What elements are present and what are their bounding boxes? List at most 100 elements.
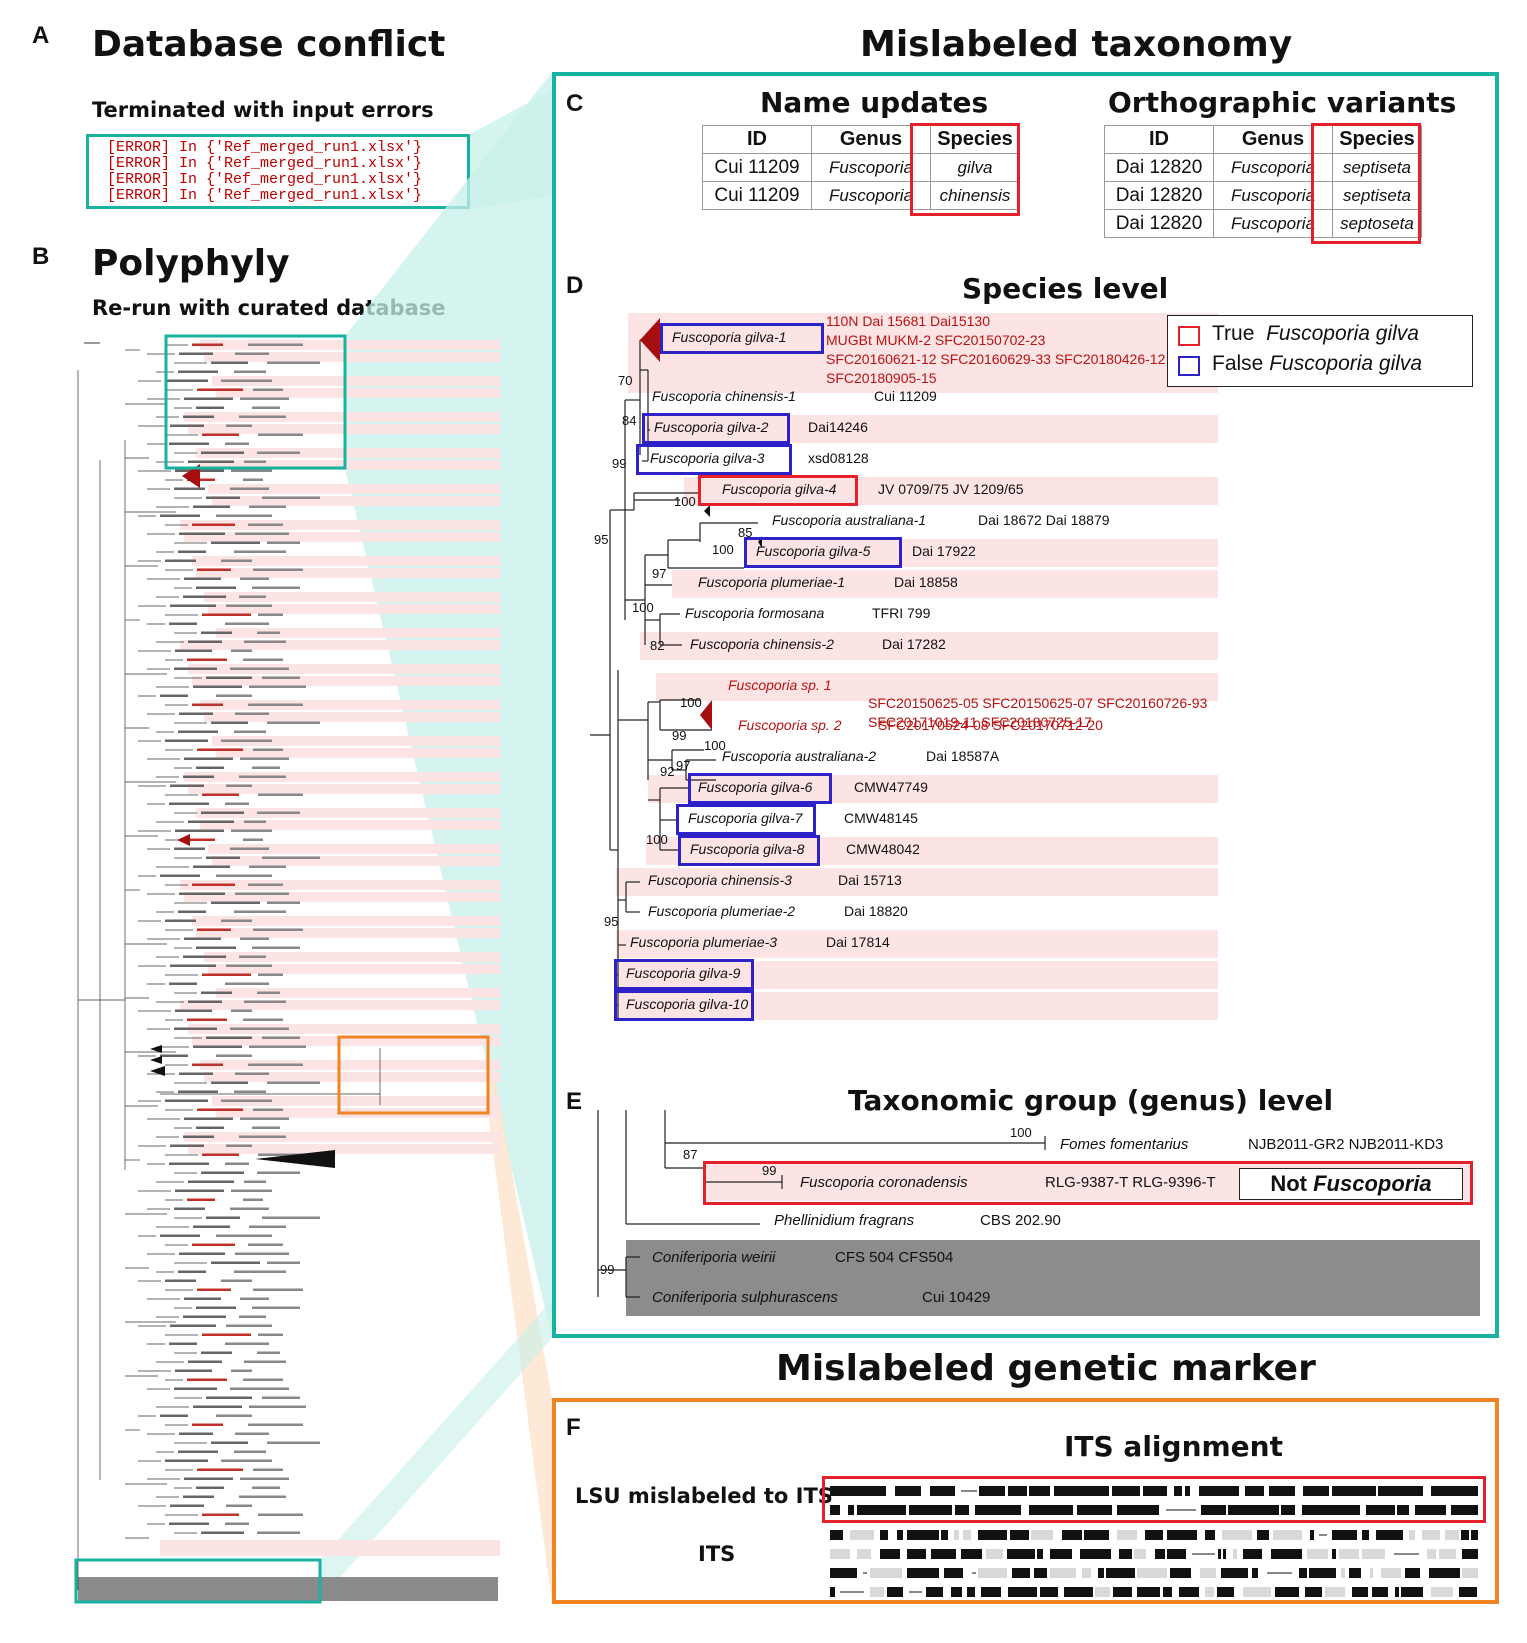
its-label: ITS bbox=[698, 1542, 736, 1566]
collapsed-clade-gilva4 bbox=[704, 505, 710, 517]
mislabeled-marker-title: Mislabeled genetic marker bbox=[776, 1348, 1316, 1389]
false-gilva-box bbox=[678, 835, 820, 866]
taxon-voucher-ids: CMW48145 bbox=[844, 810, 918, 826]
error-line: [ERROR] In {'Ref_merged_run1.xlsx'} bbox=[107, 187, 423, 204]
its-alignment-title: ITS alignment bbox=[1064, 1430, 1283, 1463]
taxon-label: Fuscoporia sp. 1 bbox=[728, 677, 832, 693]
orthographic-title: Orthographic variants bbox=[1108, 86, 1457, 119]
species-level-title: Species level bbox=[962, 272, 1169, 305]
bootstrap-value: 85 bbox=[738, 525, 753, 540]
error-line: [ERROR] In {'Ref_merged_run1.xlsx'} bbox=[107, 139, 423, 156]
table-header: ID bbox=[702, 125, 812, 154]
taxon-label: Fuscoporia chinensis-2 bbox=[690, 636, 834, 652]
name-updates-title: Name updates bbox=[760, 86, 989, 119]
panel-b-title: Polyphyly bbox=[92, 243, 290, 284]
panel-letter-f: F bbox=[566, 1414, 581, 1441]
taxon-label: Fuscoporia plumeriae-1 bbox=[698, 574, 846, 590]
bootstrap-value: 100 bbox=[712, 542, 734, 557]
gilva1-ids: MUGBt MUKM-2 SFC20150702-23 bbox=[826, 332, 1046, 348]
taxon-label: Fuscoporia gilva-9 bbox=[626, 965, 741, 981]
panel-letter-d: D bbox=[566, 272, 584, 299]
taxon-voucher-ids: JV 0709/75 JV 1209/65 bbox=[878, 481, 1024, 497]
table-cell: Dai 12820 bbox=[1104, 153, 1214, 182]
gilva1-ids: SFC20180905-15 bbox=[826, 370, 937, 386]
panel-c-frame bbox=[552, 72, 1499, 1338]
legend-false-label: False Fuscoporia gilva bbox=[1212, 352, 1423, 375]
taxon-voucher-ids: Dai 18858 bbox=[894, 574, 958, 590]
taxon-label: Fuscoporia gilva-7 bbox=[688, 810, 803, 826]
taxon-label: Fuscoporia australiana-2 bbox=[722, 748, 877, 764]
sp1-ids: SFC20171019-11 SFC20180725-17 bbox=[868, 714, 1092, 730]
table-header: Species bbox=[1332, 125, 1422, 154]
taxon-voucher-ids: CMW47749 bbox=[854, 779, 928, 795]
genus-taxon-ids: NJB2011-GR2 NJB2011-KD3 bbox=[1248, 1136, 1444, 1153]
bootstrap-value: 97 bbox=[676, 758, 691, 773]
panel-f-frame bbox=[552, 1398, 1499, 1604]
false-gilva-box bbox=[688, 773, 832, 804]
taxon-voucher-ids: Dai 17922 bbox=[912, 543, 976, 559]
genus-taxon: Fomes fomentarius bbox=[1060, 1136, 1189, 1153]
panel-letter-e: E bbox=[566, 1088, 583, 1115]
taxon-label: Fuscoporia sp. 2 bbox=[738, 717, 842, 733]
taxon-voucher-ids: Dai 17814 bbox=[826, 934, 890, 950]
false-gilva-box bbox=[642, 413, 790, 444]
table-cell: chinensis bbox=[930, 181, 1020, 210]
taxon-label: Fuscoporia gilva-10 bbox=[626, 996, 749, 1012]
taxon-label: Fuscoporia chinensis-3 bbox=[648, 872, 792, 888]
genus-taxon-ids: CBS 202.90 bbox=[980, 1212, 1061, 1229]
table-cell: Fuscoporia bbox=[1213, 209, 1333, 238]
legend-true-swatch bbox=[1178, 326, 1200, 346]
taxon-voucher-ids: xsd08128 bbox=[808, 450, 869, 466]
taxon-label: Fuscoporia gilva-3 bbox=[650, 450, 765, 466]
not-fuscoporia-note: Not Fuscoporia bbox=[1239, 1168, 1463, 1200]
bootstrap-value: 97 bbox=[652, 566, 667, 581]
bootstrap-value: 100 bbox=[680, 695, 702, 710]
table-cell: gilva bbox=[930, 153, 1020, 182]
taxon-voucher-ids: Dai 15713 bbox=[838, 872, 902, 888]
taxon-voucher-ids: Dai 18820 bbox=[844, 903, 908, 919]
true-gilva-box bbox=[698, 475, 858, 506]
taxon-label: Fuscoporia gilva-8 bbox=[690, 841, 805, 857]
genus-bootstrap: 100 bbox=[1010, 1125, 1032, 1140]
bootstrap-value: 99 bbox=[612, 456, 627, 471]
legend-true-label: True Fuscoporia gilva bbox=[1212, 322, 1419, 345]
genus-taxon: Coniferiporia weirii bbox=[652, 1249, 776, 1266]
taxon-voucher-ids: Dai 18587A bbox=[926, 748, 1000, 764]
lsu-label: LSU mislabeled to ITS bbox=[575, 1484, 833, 1508]
genus-taxon: Phellinidium fragrans bbox=[774, 1212, 915, 1229]
coronadensis-highlight bbox=[703, 1161, 1473, 1205]
table-cell: Cui 11209 bbox=[702, 153, 812, 182]
bootstrap-value: 99 bbox=[672, 728, 687, 743]
panel-a-subtitle: Terminated with input errors bbox=[92, 98, 434, 122]
false-gilva-box bbox=[660, 323, 824, 354]
legend: True Fuscoporia gilva False Fuscoporia g… bbox=[1167, 315, 1473, 387]
genus-taxon-ids: CFS 504 CFS504 bbox=[835, 1249, 954, 1266]
genus-taxon-ids: RLG-9387-T RLG-9396-T bbox=[1045, 1174, 1216, 1191]
gilva1-ids: SFC20160621-12 SFC20160629-33 SFC2018042… bbox=[826, 351, 1166, 367]
taxon-voucher-ids: CMW48042 bbox=[846, 841, 920, 857]
bootstrap-value: 70 bbox=[618, 373, 633, 388]
false-gilva-box bbox=[614, 990, 754, 1021]
taxon-label: Fuscoporia plumeriae-2 bbox=[648, 903, 796, 919]
gilva1-ids: 110N Dai 15681 Dai15130 bbox=[826, 313, 990, 329]
taxon-label: Fuscoporia gilva-5 bbox=[756, 543, 871, 559]
legend-false-swatch bbox=[1178, 356, 1200, 376]
genus-taxon-ids: Cui 10429 bbox=[922, 1289, 991, 1306]
genus-bootstrap: 99 bbox=[762, 1163, 777, 1178]
false-gilva-box bbox=[744, 537, 902, 568]
bootstrap-value: 82 bbox=[650, 638, 665, 653]
taxon-voucher-ids: Dai 17282 bbox=[882, 636, 946, 652]
table-cell: Dai 12820 bbox=[1104, 209, 1214, 238]
name-updates-species-highlight bbox=[910, 123, 1020, 216]
orthographic-species-highlight bbox=[1311, 123, 1421, 244]
panel-a-title: Database conflict bbox=[92, 24, 446, 65]
table-cell: Dai 12820 bbox=[1104, 181, 1214, 210]
table-cell: Cui 11209 bbox=[702, 181, 812, 210]
bootstrap-value: 100 bbox=[704, 738, 726, 753]
bootstrap-value: 95 bbox=[594, 532, 609, 547]
